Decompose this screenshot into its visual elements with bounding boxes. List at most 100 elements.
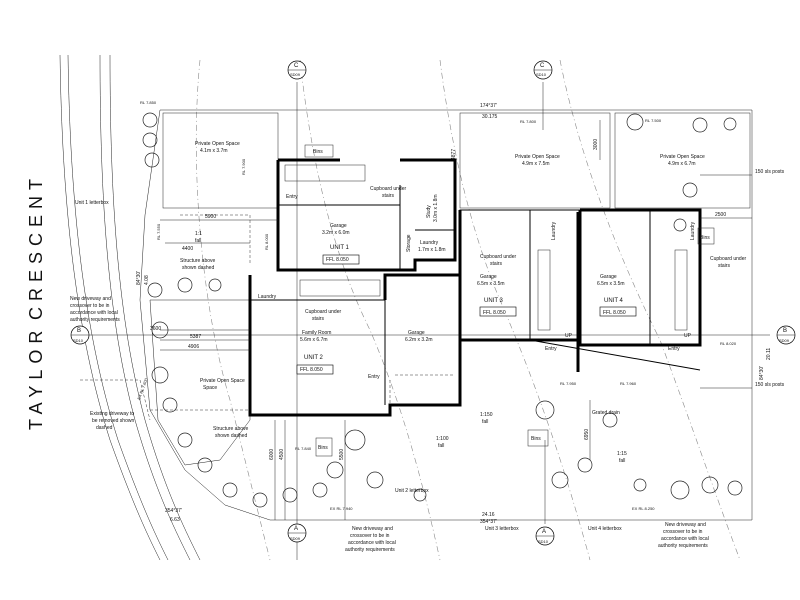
existing-driveway-note-1: Existing driveway to — [90, 411, 134, 417]
section-marker-a-bottom-left: A SD09 — [287, 523, 307, 543]
driveway-note-left-3: accordance with local — [70, 310, 118, 316]
street-kerb — [59, 54, 201, 561]
unit3-garage-title: Garage — [480, 274, 497, 280]
unit1-bins: Bins — [313, 149, 323, 155]
sls-posts-note-bottom: 150 sls posts — [755, 382, 785, 388]
dim-3000: 3000 — [593, 139, 599, 150]
street-name-crescent: CRESCENT — [26, 173, 46, 320]
rl-7800: RL 7.800 — [520, 119, 537, 124]
unit1-ffl: FFL 8.050 — [326, 257, 349, 263]
left-bearing: 84°30' — [136, 271, 142, 285]
bins-box-unit1 — [304, 144, 334, 158]
unit1-cupboard-l2: stairs — [382, 193, 394, 199]
fall-text-2: fall — [438, 443, 444, 449]
dim-6950: 6950 — [584, 429, 590, 440]
unit4-garage-title: Garage — [600, 274, 617, 280]
section-marker-b-right: B SD09 — [776, 325, 796, 345]
unit3-bins: Bins — [531, 436, 541, 442]
rl-7850: RL 7.850 — [140, 100, 157, 105]
unit3-cupboard-l1: Cupboard under — [480, 254, 516, 260]
bins-box-unit3 — [527, 429, 549, 447]
left-length: 4.08 — [144, 275, 150, 285]
unit4-entry: Entry — [668, 346, 680, 352]
top-bearing: 174°37' — [480, 103, 497, 109]
bottom-left-bearing: 354°37' — [165, 508, 182, 514]
rl-8020: RL 8.020 — [720, 341, 737, 346]
street-name-taylor: TAYLOR — [26, 325, 46, 430]
fall-ratio-1-15: 1:15 — [617, 451, 627, 457]
bins-box-unit4 — [697, 227, 715, 245]
svg-text:SD10: SD10 — [538, 539, 549, 544]
pos4-dims: 4.9m x 6.7m — [668, 161, 696, 167]
unit3-cupboard-l2: stairs — [490, 261, 502, 267]
rl-7960: RL 7.960 — [620, 381, 637, 386]
section-marker-c-top-right: C SD10 — [533, 60, 553, 130]
svg-text:SD09: SD09 — [290, 72, 301, 77]
svg-text:B: B — [783, 328, 787, 334]
dim-4500: 4500 — [279, 449, 285, 460]
unit1-garage-title: Garage — [330, 223, 347, 229]
grated-drain-note: Grated drain — [592, 410, 620, 416]
unit2-family-dims: 5.6m x 6.7m — [300, 337, 328, 343]
unit2-letterbox-note: Unit 2 letterbox — [395, 488, 429, 494]
unit4-up: UP — [684, 333, 692, 339]
shown-dashed-note-2: shown dashed — [215, 433, 247, 439]
structure-above-note-1: Structure above — [180, 258, 216, 264]
unit4-cupboard-l1: Cupboard under — [710, 256, 746, 262]
svg-text:B: B — [77, 328, 81, 334]
unit1-storage: Storage — [406, 234, 412, 252]
unit4-ffl: FFL 8.050 — [603, 310, 626, 316]
existing-driveway-outline — [80, 379, 151, 421]
svg-text:SD09: SD09 — [779, 338, 790, 343]
driveway-note-left-2: crossover to be in — [70, 303, 110, 309]
unit2-cupboard-l1: Cupboard under — [305, 309, 341, 315]
dimension-lines — [160, 120, 752, 520]
unit4-bins: Bins — [700, 235, 710, 241]
unit2-entry: Entry — [368, 374, 380, 380]
dim-4906: 4906 — [188, 344, 199, 350]
driveway-note-left-4: authority requirements — [70, 317, 120, 323]
ex-rl-8250: EX RL 8.250 — [632, 506, 655, 511]
rl-7500: RL 7.500 — [645, 118, 662, 123]
unit3-letterbox-note: Unit 3 letterbox — [485, 526, 519, 532]
unit4-laundry: Laundry — [690, 221, 696, 240]
dim-5500: 5500 — [339, 449, 345, 460]
svg-text:SD10: SD10 — [536, 72, 547, 77]
fall-text-3: fall — [619, 458, 625, 464]
pos4-title: Private Open Space — [660, 154, 705, 160]
unit1-study: Study — [426, 205, 432, 218]
pos1-title: Private Open Space — [195, 141, 240, 147]
driveway-note-right-2: crossover to be in — [663, 529, 703, 535]
unit1-name: UNIT 1 — [330, 245, 350, 251]
dim-2500: 2500 — [715, 212, 726, 218]
driveway-note-right-1: New driveway and — [665, 522, 706, 528]
bottom-left-length: 6.63 — [170, 517, 180, 523]
driveway-note-mid-2: crossover to be in — [350, 533, 390, 539]
unit2-family-title: Family Room — [302, 330, 331, 336]
ffl-box-unit2 — [296, 364, 334, 375]
ex-rl-7600: EX RL 7.600 — [136, 377, 149, 401]
dim-fall: fall — [195, 238, 201, 244]
unit1-study-dims: 3.0m x 1.8m — [433, 194, 439, 222]
dim-5387: 5387 — [190, 334, 201, 340]
unit1-laundry-dims: 1.7m x 1.8m — [418, 247, 446, 253]
top-length: 30.175 — [482, 114, 498, 120]
section-marker-b-left: B SD10 — [70, 325, 770, 345]
existing-driveway-note-2: be removed shown — [92, 418, 134, 424]
fall-ratio-1-150: 1:150 — [480, 412, 493, 418]
unit4-letterbox-note: Unit 4 letterbox — [588, 526, 622, 532]
svg-text:SD09: SD09 — [290, 536, 301, 541]
private-open-space-3 — [459, 112, 611, 209]
dim-6000: 6000 — [269, 449, 275, 460]
driveway-note-right-4: authority requirements — [658, 543, 708, 549]
driveway-note-left-1: New driveway and — [70, 296, 111, 302]
driveway-note-mid-1: New driveway and — [352, 526, 393, 532]
dim-1-1: 1:1 — [195, 231, 202, 237]
pos3-dims: 4.9m x 7.5m — [522, 161, 550, 167]
unit3-name: UNIT 3 — [484, 298, 504, 304]
svg-text:C: C — [294, 63, 299, 69]
svg-text:A: A — [542, 529, 546, 535]
rl-7550: RL 7.550 — [156, 223, 161, 240]
rl-7840: RL 7.840 — [295, 446, 312, 451]
unit4-cupboard-l2: stairs — [718, 263, 730, 269]
